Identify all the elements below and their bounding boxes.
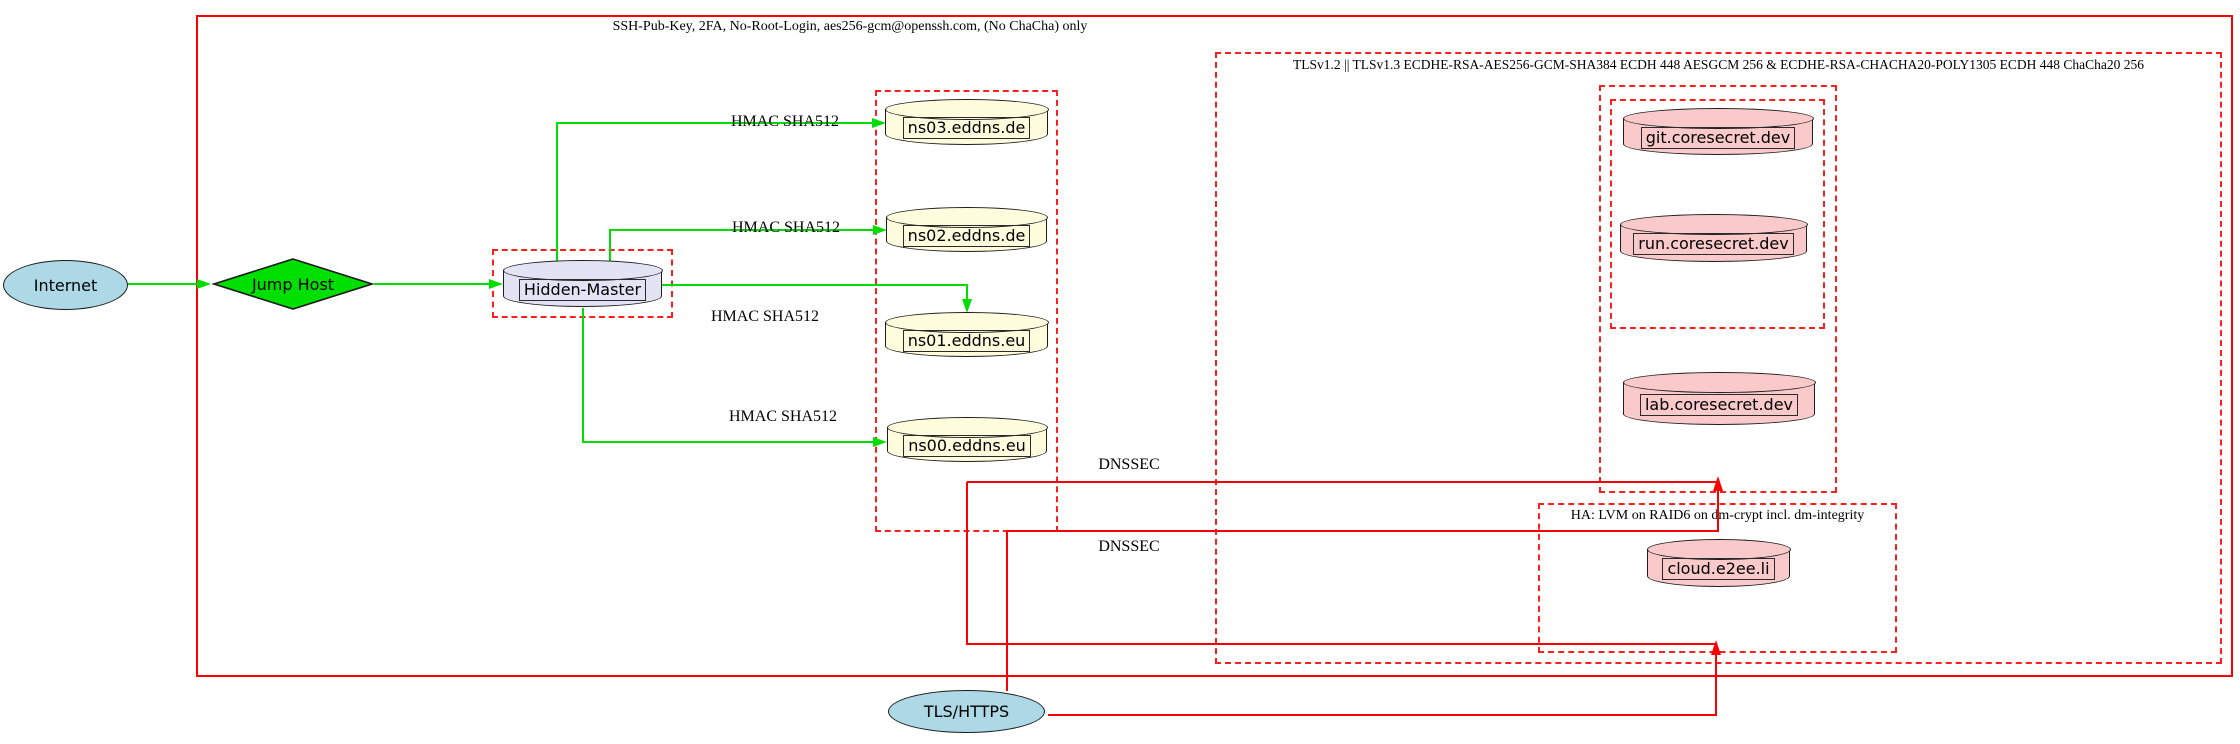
node-jump-host: Jump Host bbox=[212, 258, 374, 310]
node-hidden-master: Hidden-Master bbox=[502, 260, 663, 307]
diamond-shape bbox=[212, 258, 374, 310]
edge-hiddenmaster-to-ns03 bbox=[556, 122, 872, 262]
node-internet-label: Internet bbox=[33, 275, 98, 295]
node-hidden-master-label: Hidden-Master bbox=[518, 278, 647, 301]
edge-label-dnssec-top: DNSSEC bbox=[1098, 456, 1160, 473]
node-run: run.coresecret.dev bbox=[1619, 214, 1808, 262]
node-run-label: run.coresecret.dev bbox=[1633, 233, 1794, 255]
ssh-cluster-title: SSH-Pub-Key, 2FA, No-Root-Login, aes256-… bbox=[612, 19, 1088, 34]
node-lab: lab.coresecret.dev bbox=[1622, 372, 1816, 425]
arrowhead-ha-cluster bbox=[1711, 640, 1721, 655]
node-git-label: git.coresecret.dev bbox=[1640, 126, 1796, 149]
edge-tlshttps-to-ha bbox=[1048, 655, 1717, 716]
edge-label-hmac-ns02: HMAC SHA512 bbox=[731, 219, 840, 236]
arrowhead-coresecret-cluster bbox=[1713, 476, 1723, 491]
arrowhead-ns02 bbox=[873, 225, 887, 235]
node-tls-https-label: TLS/HTTPS bbox=[923, 702, 1010, 721]
tls-cluster-box: TLSv1.2 || TLSv1.3 ECDHE-RSA-AES256-GCM-… bbox=[1215, 52, 2222, 664]
arrowhead-ns03 bbox=[872, 118, 886, 128]
edge-hiddenmaster-to-ns01 bbox=[662, 284, 968, 299]
node-git: git.coresecret.dev bbox=[1622, 108, 1814, 155]
edge-label-hmac-ns00: HMAC SHA512 bbox=[728, 408, 837, 425]
node-ns03-label: ns03.eddns.de bbox=[902, 117, 1031, 139]
node-ns01-label: ns01.eddns.eu bbox=[902, 329, 1031, 352]
node-internet: Internet bbox=[3, 260, 128, 310]
node-ns00: ns00.eddns.eu bbox=[886, 417, 1048, 462]
tls-cluster-title: TLSv1.2 || TLSv1.3 ECDHE-RSA-AES256-GCM-… bbox=[1293, 57, 2144, 72]
node-jump-host-label: Jump Host bbox=[251, 274, 335, 294]
node-tls-https: TLS/HTTPS bbox=[888, 690, 1045, 733]
edge-label-dnssec-bottom: DNSSEC bbox=[1098, 538, 1160, 555]
node-ns03: ns03.eddns.de bbox=[884, 99, 1049, 145]
node-cloud-label: cloud.e2ee.li bbox=[1662, 558, 1775, 580]
edge-dnssec-to-coresecret bbox=[967, 481, 1719, 491]
ssh-cluster-box bbox=[196, 15, 2233, 677]
arrowhead-ns01 bbox=[962, 299, 972, 313]
node-ns01: ns01.eddns.eu bbox=[884, 312, 1049, 357]
arrowhead-jumphost bbox=[197, 279, 211, 289]
node-ns02: ns02.eddns.de bbox=[885, 207, 1048, 252]
arrowhead-hiddenmaster bbox=[489, 279, 503, 289]
node-cloud: cloud.e2ee.li bbox=[1646, 539, 1791, 587]
node-lab-label: lab.coresecret.dev bbox=[1639, 393, 1799, 416]
node-ns02-label: ns02.eddns.de bbox=[902, 224, 1031, 247]
edge-hiddenmaster-to-ns00 bbox=[582, 308, 873, 443]
arrowhead-ns00 bbox=[873, 437, 887, 447]
node-ns00-label: ns00.eddns.eu bbox=[903, 434, 1031, 457]
edge-label-hmac-ns03: HMAC SHA512 bbox=[730, 113, 839, 130]
edge-dnssec-to-ha bbox=[966, 482, 1717, 655]
edge-tlshttps-to-coresecret bbox=[1006, 491, 1719, 691]
edge-label-hmac-ns01: HMAC SHA512 bbox=[710, 308, 819, 325]
coresecret-inner-cluster-box bbox=[1610, 99, 1825, 329]
edge-hiddenmaster-to-ns02 bbox=[609, 229, 873, 262]
